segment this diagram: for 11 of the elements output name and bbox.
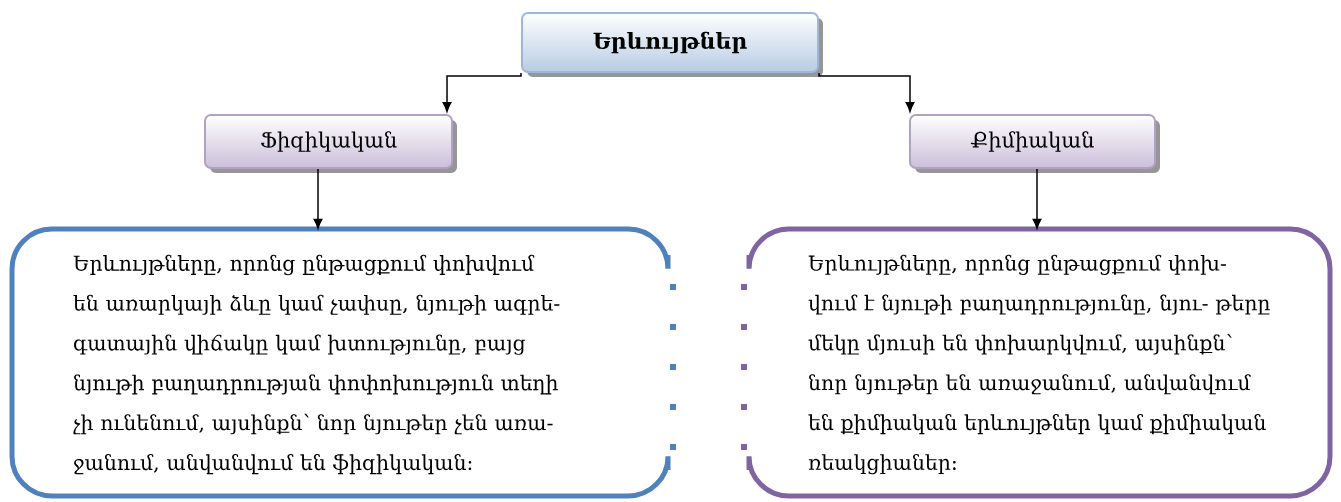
node-label: Երևույթները, որոնց ընթացքում փոխվում են առարկայի ձևը կամ չափսը, նյութի ագրե- գատային վիճակը կամ խտությունը, բայց նյութի բաղադրության փոփոխություն տեղի չի ունենում, այսինքն՝ նոր նյութեր չեն առա- ջանում, անվանվում են ֆիզիկական:	[73, 254, 560, 475]
title-box: Երևույթներ	[521, 12, 823, 77]
category-box: Ֆիզիկական	[204, 114, 457, 173]
category-box: Քիմիական	[909, 114, 1160, 173]
arrow	[313, 168, 323, 229]
description-box: Երևույթները, որոնց ընթացքում փոխվում են առարկայի ձևը կամ չափսը, նյութի ագրե- գատային վիճակը կամ խտությունը, բայց նյութի բաղադրության փոփոխություն տեղի չի ունենում, այսինքն՝ նոր նյութեր չեն առա- ջանում, անվանվում են ֆիզիկական:	[9, 226, 676, 499]
arrow	[1032, 168, 1042, 229]
description-box: Երևույթները, որոնց ընթացքում փոխ- վում է նյութի բաղադրությունը, նյու- թերը մեկը մյուսի են փոխարկվում, այսինքն՝ նոր նյութեր են առաջանում, անվանվում են քիմիական երևույթներ կամ քիմիական ռեակցիաներ:	[741, 226, 1333, 499]
arrow	[442, 72, 522, 112]
arrow	[818, 72, 915, 112]
node-label: Երևույթները, որոնց ընթացքում փոխ- վում է նյութի բաղադրությունը, նյու- թերը մեկը մյուսի են փոխարկվում, այսինքն՝ նոր նյութեր են առաջանում, անվանվում են քիմիական երևույթներ կամ քիմիական ռեակցիաներ:	[808, 254, 1270, 475]
